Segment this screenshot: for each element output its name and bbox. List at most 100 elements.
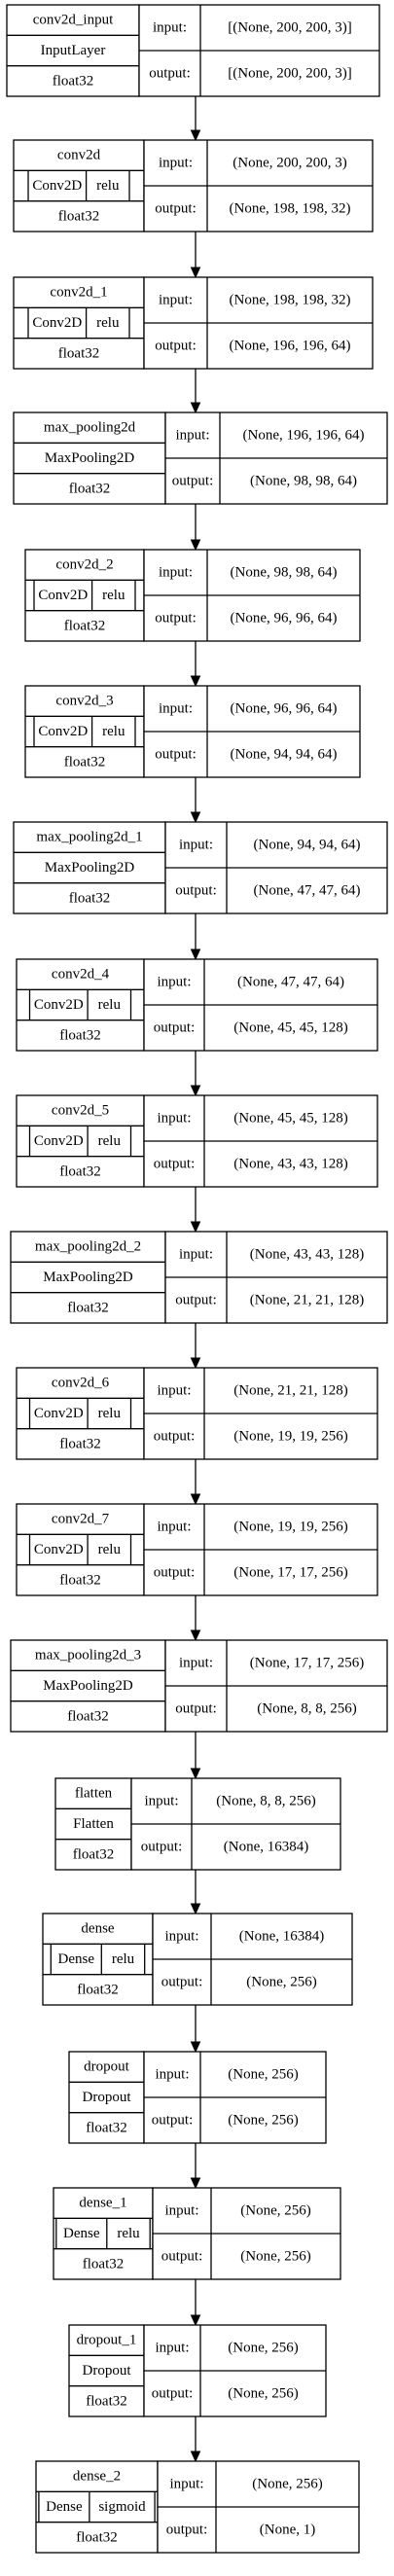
output-shape: (None, 96, 96, 64) [231, 611, 338, 626]
input-shape: (None, 256) [228, 2341, 298, 2356]
arrow-head [190, 1085, 201, 1097]
layer-box [10, 1231, 166, 1324]
output-shape: (None, 256) [240, 2249, 310, 2265]
arrow-head [190, 2177, 201, 2190]
layer-type: Conv2D [38, 588, 88, 603]
input-shape: (None, 47, 47, 64) [237, 975, 344, 990]
layer-name: max_pooling2d_3 [35, 1648, 141, 1664]
output-shape: (None, 43, 43, 128) [233, 1157, 347, 1172]
output-shape: [(None, 200, 200, 3)] [228, 66, 351, 82]
flow-arrow [190, 504, 201, 552]
layer-name: conv2d_5 [52, 1103, 109, 1119]
input-shape: (None, 198, 198, 32) [230, 293, 351, 308]
output-label: output: [161, 2249, 203, 2265]
layer-type: Conv2D [34, 1133, 84, 1149]
input-label: input: [144, 1794, 178, 1809]
layer-type: Dense [58, 1951, 95, 1967]
layer-box [24, 685, 145, 778]
input-shape: (None, 98, 98, 64) [231, 565, 338, 581]
layer-box [53, 2187, 154, 2280]
layer-box [35, 2460, 159, 2554]
layer-dtype: float32 [58, 208, 100, 224]
output-shape: (None, 98, 98, 64) [250, 474, 357, 489]
flow-arrow [190, 913, 201, 961]
output-shape: (None, 256) [228, 2386, 298, 2402]
output-shape: (None, 16384) [224, 1840, 308, 1855]
output-shape: (None, 198, 198, 32) [230, 201, 351, 217]
layer-node-dropout: dropoutDropoutfloat32input:output:(None,… [68, 2051, 327, 2144]
layer-node-dropout_1: dropout_1Dropoutfloat32input:output:(Non… [68, 2324, 327, 2417]
input-label: input: [157, 1520, 191, 1535]
layer-dtype: float32 [53, 73, 94, 89]
arrow-head [190, 948, 201, 961]
layer-dtype: float32 [59, 1572, 101, 1588]
output-label: output: [154, 1020, 196, 1036]
layer-activation: relu [98, 1133, 122, 1149]
layer-box [16, 1367, 145, 1460]
layer-type: Dropout [83, 2363, 132, 2379]
input-label: input: [179, 1247, 213, 1263]
output-shape: (None, 8, 8, 256) [257, 1701, 356, 1717]
input-label: input: [164, 1929, 198, 1945]
output-shape: (None, 1) [260, 2522, 315, 2538]
arrow-head [190, 402, 201, 414]
arrow-head [190, 129, 201, 142]
input-label: input: [157, 1383, 191, 1399]
output-shape: (None, 21, 21, 128) [250, 1293, 364, 1308]
layer-dtype: float32 [83, 2256, 125, 2272]
layer-type: Conv2D [32, 178, 82, 194]
input-shape: (None, 17, 17, 256) [250, 1656, 364, 1671]
input-label: input: [159, 293, 193, 308]
output-label: output: [154, 1429, 196, 1445]
layer-box [42, 1913, 154, 2006]
layer-box [68, 2324, 145, 2417]
layer-activation: relu [117, 2226, 140, 2241]
arrow-head [190, 2451, 201, 2463]
layer-name: max_pooling2d [44, 420, 136, 436]
output-shape: (None, 47, 47, 64) [254, 883, 361, 899]
layer-type: MaxPooling2D [43, 1270, 133, 1285]
layer-activation: relu [98, 997, 122, 1013]
layer-activation: relu [112, 1951, 135, 1967]
arrow-head [190, 539, 201, 552]
layer-name: dropout_1 [77, 2333, 137, 2348]
layer-type: MaxPooling2D [45, 450, 135, 466]
layer-node-conv2d_input: conv2d_inputInputLayerfloat32input:outpu… [6, 4, 380, 97]
layer-dtype: float32 [73, 1846, 115, 1862]
layer-node-flatten: flattenFlattenfloat32input:output:(None,… [54, 1777, 341, 1871]
input-label: input: [157, 1111, 191, 1127]
layer-box [6, 4, 140, 97]
flow-arrow [190, 2143, 201, 2190]
flow-arrow [190, 2005, 201, 2054]
layer-box [16, 1503, 145, 1596]
layer-dtype: float32 [64, 618, 106, 633]
input-shape: (None, 256) [228, 2067, 298, 2083]
output-label: output: [175, 1701, 217, 1717]
output-label: output: [155, 339, 197, 354]
flow-arrow [190, 1732, 201, 1780]
layer-box [16, 958, 145, 1052]
input-label: input: [164, 2203, 198, 2219]
input-shape: [(None, 200, 200, 3)] [228, 20, 351, 36]
layer-type: Dropout [83, 2090, 132, 2105]
arrow-head [190, 1903, 201, 1915]
output-label: output: [149, 66, 191, 82]
layer-node-max_pooling2d_2: max_pooling2d_2MaxPooling2Dfloat32input:… [10, 1231, 388, 1324]
layer-name: max_pooling2d_2 [35, 1239, 141, 1255]
layer-box [13, 276, 145, 370]
input-label: input: [157, 975, 191, 990]
output-label: output: [175, 883, 217, 899]
input-label: input: [159, 701, 193, 717]
flow-arrow [190, 1595, 201, 1642]
layer-name: dense [81, 1921, 114, 1937]
input-shape: (None, 256) [252, 2477, 322, 2492]
arrow-head [190, 2314, 201, 2327]
